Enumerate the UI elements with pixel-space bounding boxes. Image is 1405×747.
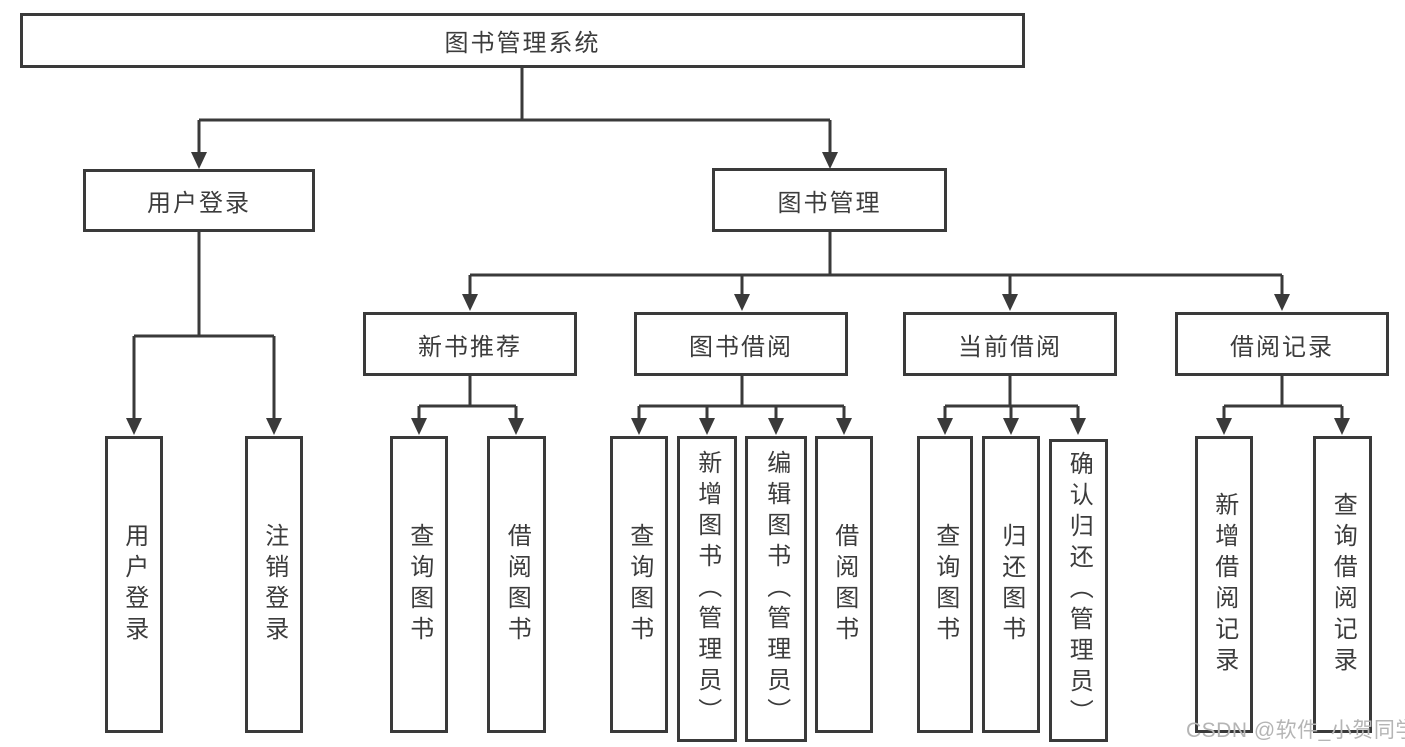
node-borrowing-records-label: 借阅记录 bbox=[1230, 333, 1334, 361]
leaf-borrow-books-label: 借阅图书 bbox=[830, 522, 858, 647]
leaf-query-borrow-record-label: 查询借阅记录 bbox=[1329, 491, 1357, 678]
node-book-borrowing: 图书借阅 bbox=[634, 312, 848, 376]
leaf-confirm-return-admin-label: 确认归还（管理员） bbox=[1065, 451, 1093, 730]
node-user-login: 用户登录 bbox=[83, 169, 315, 232]
node-user-login-label: 用户登录 bbox=[147, 190, 251, 217]
watermark: CSDN @软件_小贺同学 bbox=[1186, 719, 1405, 742]
leaf-user-login: 用户登录 bbox=[105, 436, 163, 733]
node-borrowing-records: 借阅记录 bbox=[1175, 312, 1389, 376]
leaf-query-books-borrowing-label: 查询图书 bbox=[625, 522, 653, 647]
leaf-query-books-current: 查询图书 bbox=[917, 436, 973, 733]
leaf-borrow-books-recommend: 借阅图书 bbox=[487, 436, 546, 733]
leaf-query-borrow-record: 查询借阅记录 bbox=[1313, 436, 1372, 733]
leaf-add-books-admin-label: 新增图书（管理员） bbox=[693, 449, 721, 729]
leaf-query-books-borrowing: 查询图书 bbox=[610, 436, 668, 733]
node-book-management: 图书管理 bbox=[712, 168, 947, 232]
node-book-management-label: 图书管理 bbox=[777, 189, 882, 217]
node-current-borrowing-label: 当前借阅 bbox=[958, 333, 1062, 361]
leaf-query-books-recommend: 查询图书 bbox=[390, 436, 448, 733]
leaf-return-books: 归还图书 bbox=[982, 436, 1040, 733]
leaf-borrow-books-recommend-label: 借阅图书 bbox=[503, 522, 531, 647]
leaf-query-books-recommend-label: 查询图书 bbox=[405, 522, 433, 647]
node-current-borrowing: 当前借阅 bbox=[903, 312, 1117, 376]
leaf-add-books-admin: 新增图书（管理员） bbox=[677, 436, 737, 742]
node-root: 图书管理系统 bbox=[20, 13, 1025, 68]
leaf-user-login-label: 用户登录 bbox=[120, 522, 148, 647]
leaf-borrow-books: 借阅图书 bbox=[815, 436, 873, 733]
node-new-book-recommendation-label: 新书推荐 bbox=[418, 333, 522, 361]
node-root-label: 图书管理系统 bbox=[444, 30, 601, 57]
leaf-add-borrow-record-label: 新增借阅记录 bbox=[1210, 491, 1238, 678]
leaf-confirm-return-admin: 确认归还（管理员） bbox=[1049, 439, 1108, 742]
leaf-edit-books-admin-label: 编辑图书（管理员） bbox=[762, 449, 790, 729]
leaf-edit-books-admin: 编辑图书（管理员） bbox=[745, 436, 807, 742]
node-book-borrowing-label: 图书借阅 bbox=[689, 333, 793, 361]
leaf-logout-label: 注销登录 bbox=[260, 522, 288, 647]
leaf-add-borrow-record: 新增借阅记录 bbox=[1195, 436, 1253, 733]
node-new-book-recommendation: 新书推荐 bbox=[363, 312, 577, 376]
leaf-query-books-current-label: 查询图书 bbox=[931, 522, 959, 647]
leaf-return-books-label: 归还图书 bbox=[997, 522, 1025, 647]
leaf-logout: 注销登录 bbox=[245, 436, 303, 733]
